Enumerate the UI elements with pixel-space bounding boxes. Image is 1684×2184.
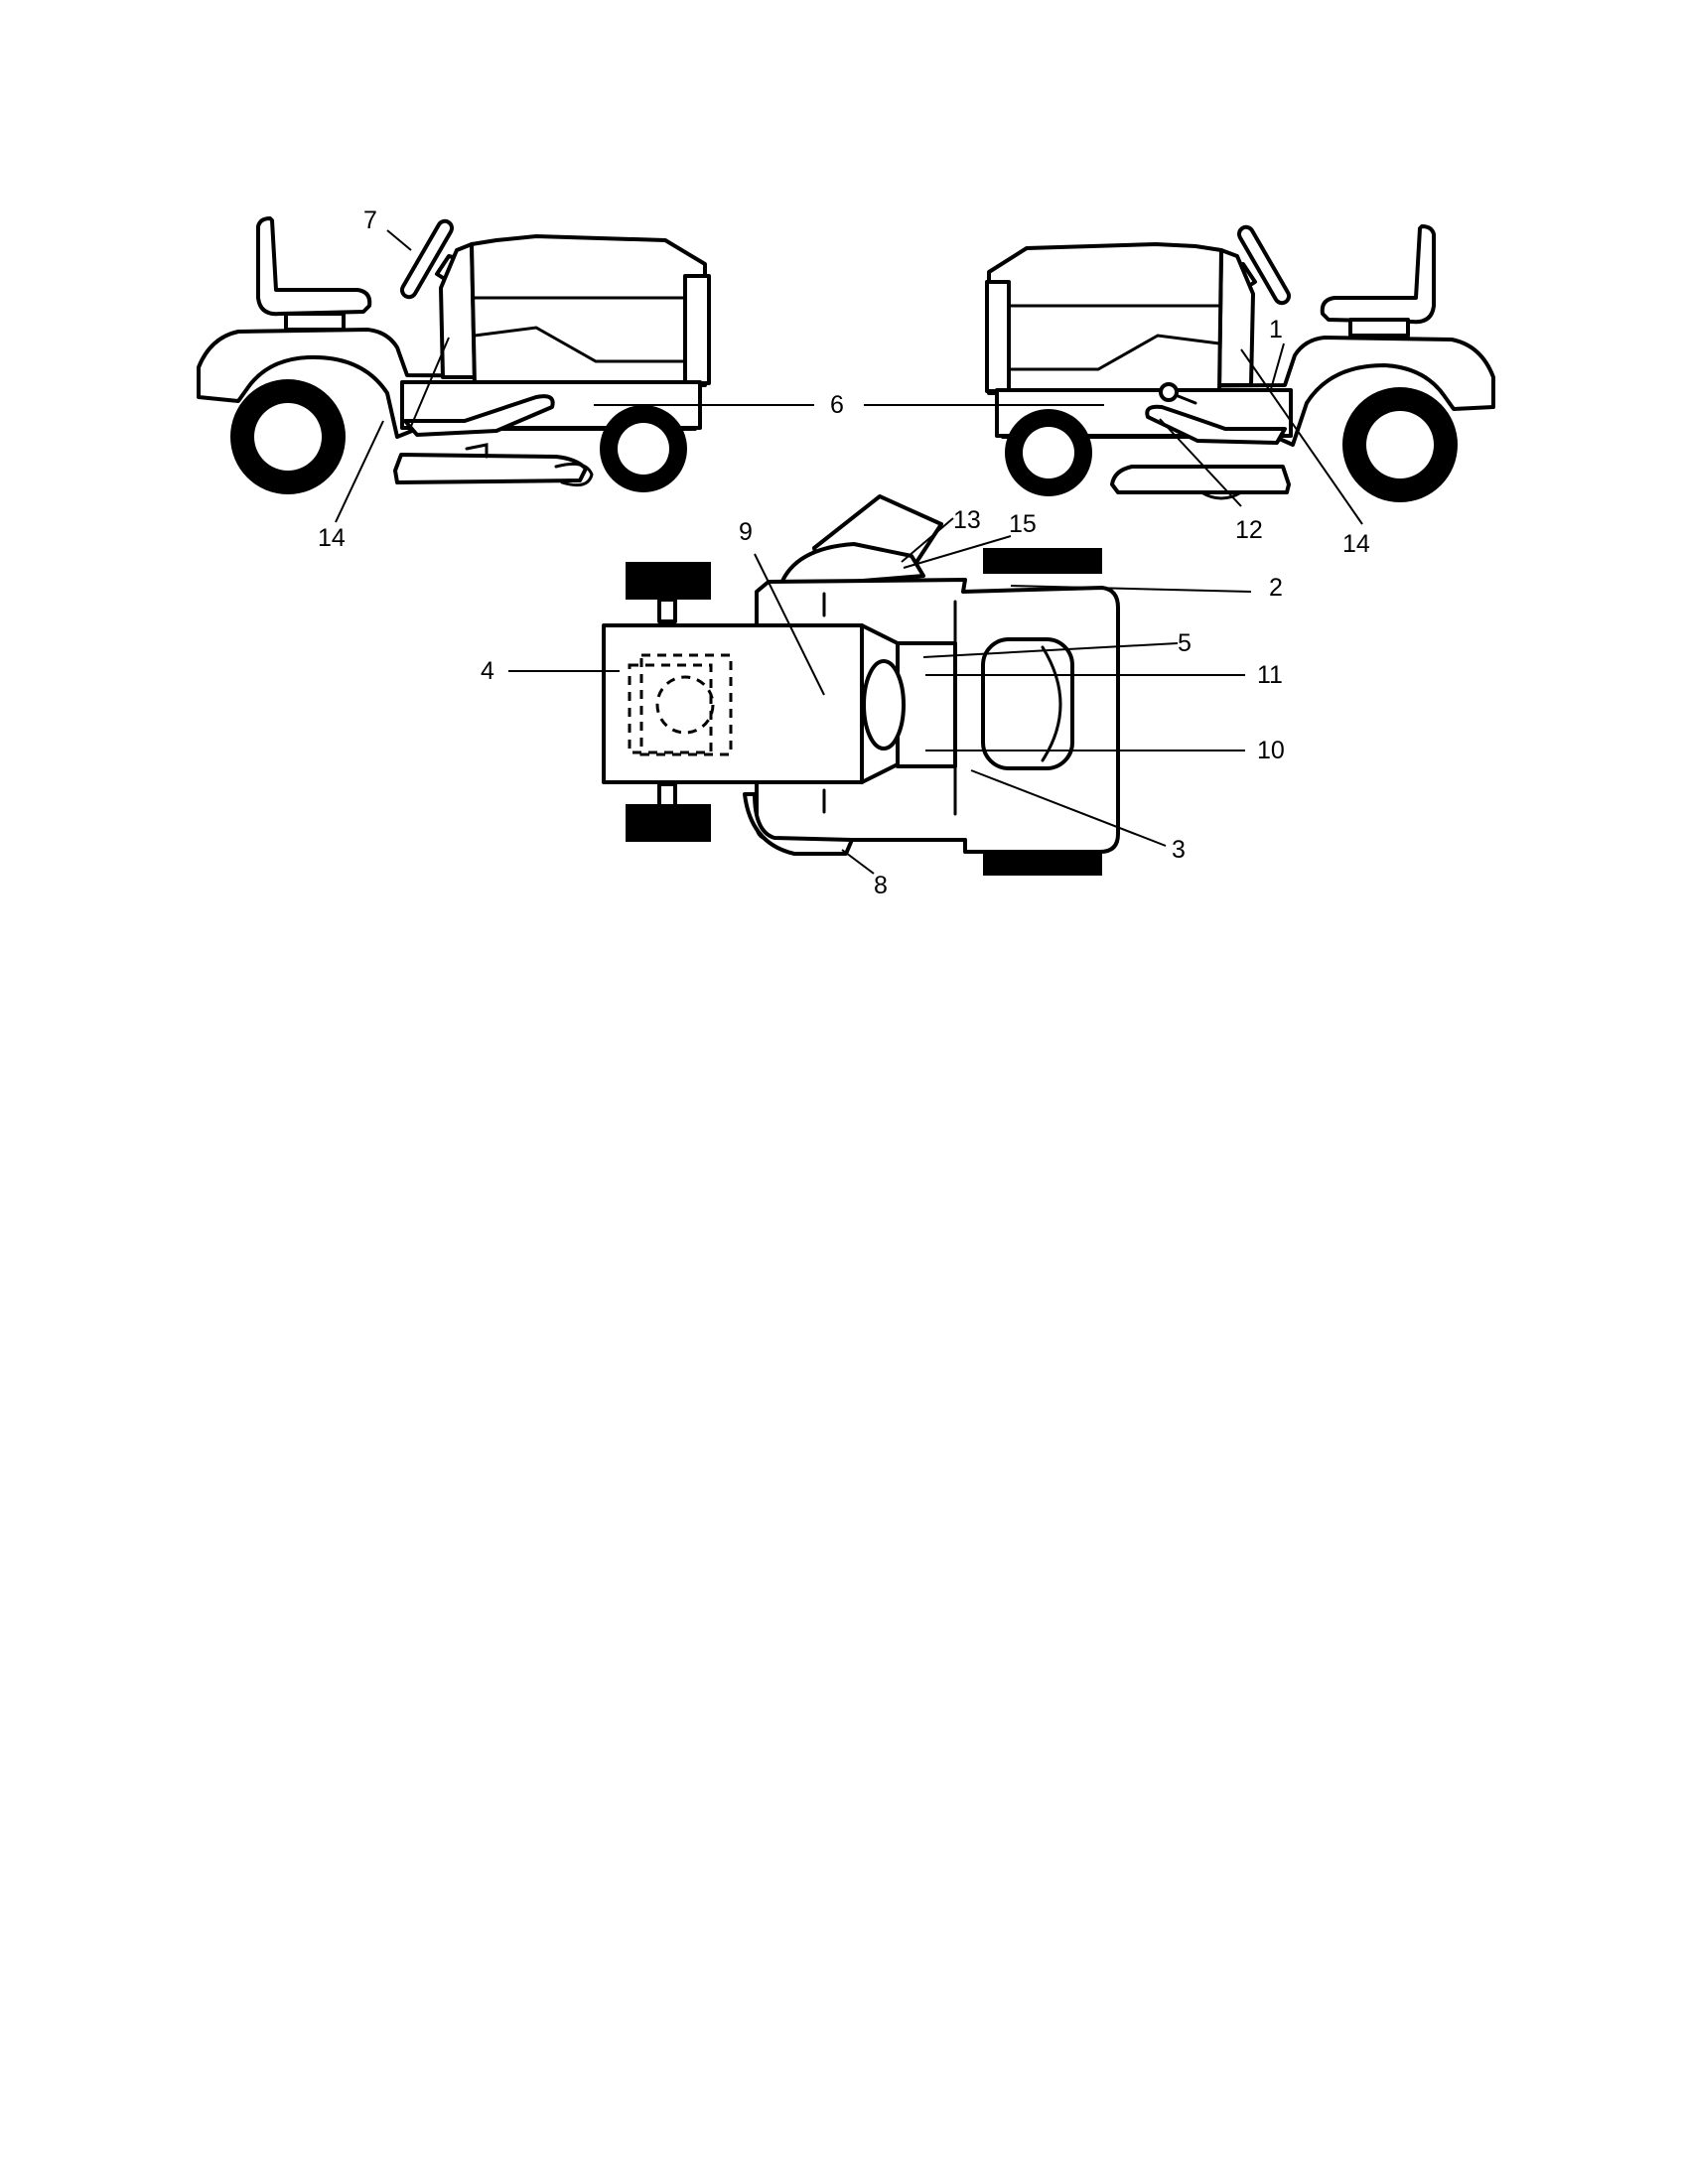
footrest-right [1145, 404, 1287, 445]
chute-lower [778, 542, 925, 588]
grille-right [985, 280, 1011, 393]
callout-12: 12 [1235, 516, 1263, 544]
callout-7: 7 [363, 206, 377, 234]
callout-4: 4 [481, 657, 494, 685]
callout-15: 15 [1009, 510, 1037, 538]
callout-8: 8 [874, 872, 888, 899]
steering-wheel-left [400, 218, 454, 300]
tractor-left-side-view [197, 216, 711, 494]
steering-wheel-right [1237, 224, 1291, 306]
callout-11: 11 [1257, 661, 1283, 689]
callout-14-right: 14 [1342, 530, 1370, 558]
callout-6: 6 [830, 391, 844, 419]
grille-left [683, 274, 711, 385]
callout-1: 1 [1269, 316, 1283, 343]
seat-left [256, 216, 372, 317]
footrest-left [403, 394, 555, 437]
callout-10: 10 [1257, 737, 1285, 764]
callout-14-left: 14 [318, 524, 346, 552]
callout-3: 3 [1172, 836, 1186, 864]
mower-deck-left [393, 453, 588, 484]
callout-5: 5 [1178, 629, 1192, 657]
battery-cap [655, 675, 715, 735]
mower-deck-right [1110, 465, 1291, 494]
callout-9: 9 [739, 518, 753, 546]
seat-top [981, 637, 1074, 770]
callout-labels: 7 14 6 1 14 12 13 15 9 2 4 5 11 10 3 8 [318, 206, 1370, 899]
tractor-right-side-view [985, 224, 1495, 502]
hood-top [602, 623, 864, 784]
seat-right [1320, 224, 1436, 325]
rear-wheel-top-lower [983, 850, 1102, 876]
rear-wheel-top-upper [983, 548, 1102, 574]
dash-panel-top [896, 641, 957, 768]
front-wheel-top-lower [626, 804, 711, 842]
leader-lines [335, 229, 1363, 875]
callout-2: 2 [1269, 574, 1283, 602]
callout-13: 13 [953, 506, 981, 534]
steering-wheel-top [862, 659, 906, 751]
front-wheel-top-upper [626, 562, 711, 600]
lift-lever-knob [1159, 382, 1179, 402]
seat-post-left [284, 312, 346, 332]
tractor-top-view [602, 494, 1120, 876]
seat-post-right [1348, 318, 1410, 338]
battery-outline-back [628, 663, 713, 754]
